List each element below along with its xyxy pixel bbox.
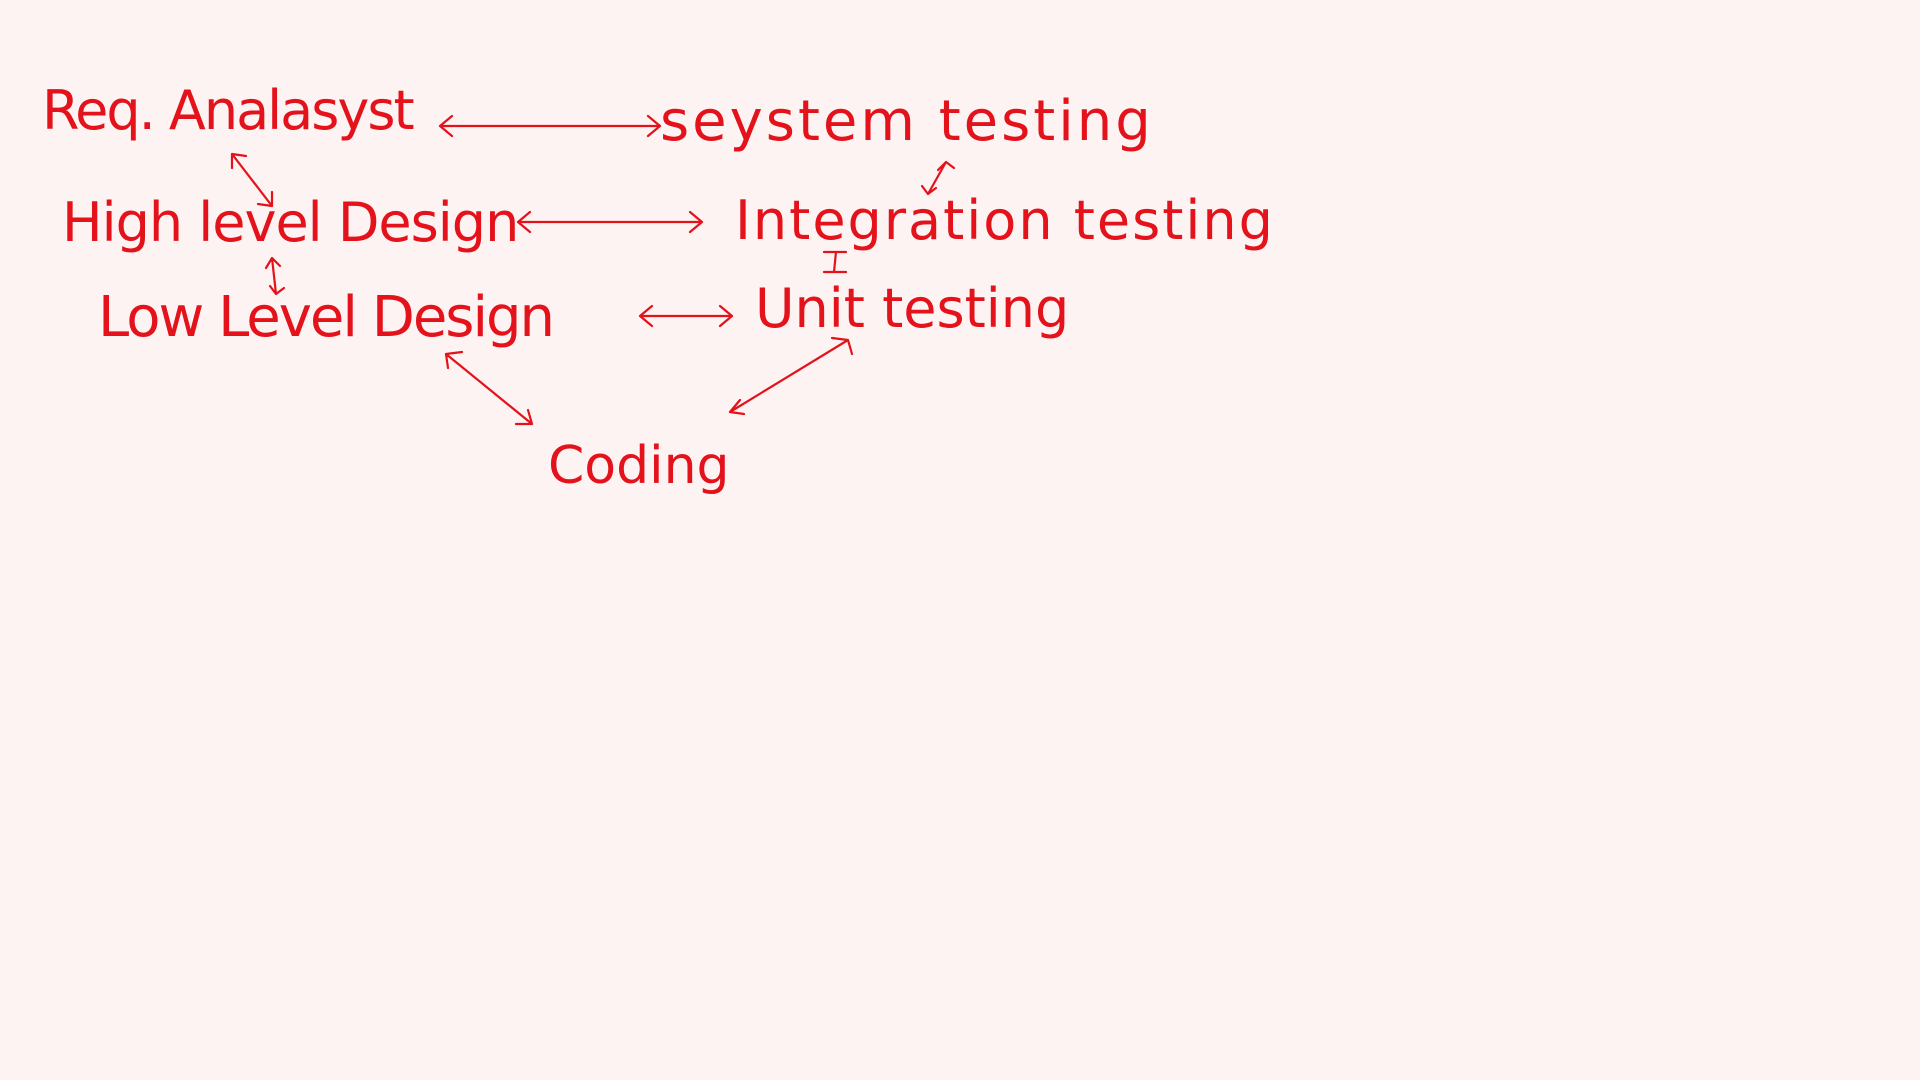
node-coding: Coding: [548, 436, 730, 496]
arrow-lld-coding: [444, 350, 534, 426]
arrow-hld-lld: [264, 256, 286, 296]
arrow-req-hld: [230, 152, 274, 208]
arrow-hld-integration: [516, 210, 704, 234]
node-unit-testing: Unit testing: [755, 277, 1070, 340]
node-req-analysis: Req. Analasyst: [42, 79, 415, 142]
arrow-lld-unit: [638, 304, 734, 328]
node-system-testing: seystem testing: [660, 89, 1154, 154]
arrow-integration-unit: [822, 250, 848, 274]
arrow-req-system: [438, 114, 662, 138]
arrow-system-integration: [920, 160, 956, 196]
arrow-unit-coding: [728, 336, 854, 416]
node-integration-testing: Integration testing: [735, 189, 1275, 252]
node-high-level-design: High level Design: [62, 191, 519, 254]
node-low-level-design: Low Level Design: [98, 285, 555, 350]
